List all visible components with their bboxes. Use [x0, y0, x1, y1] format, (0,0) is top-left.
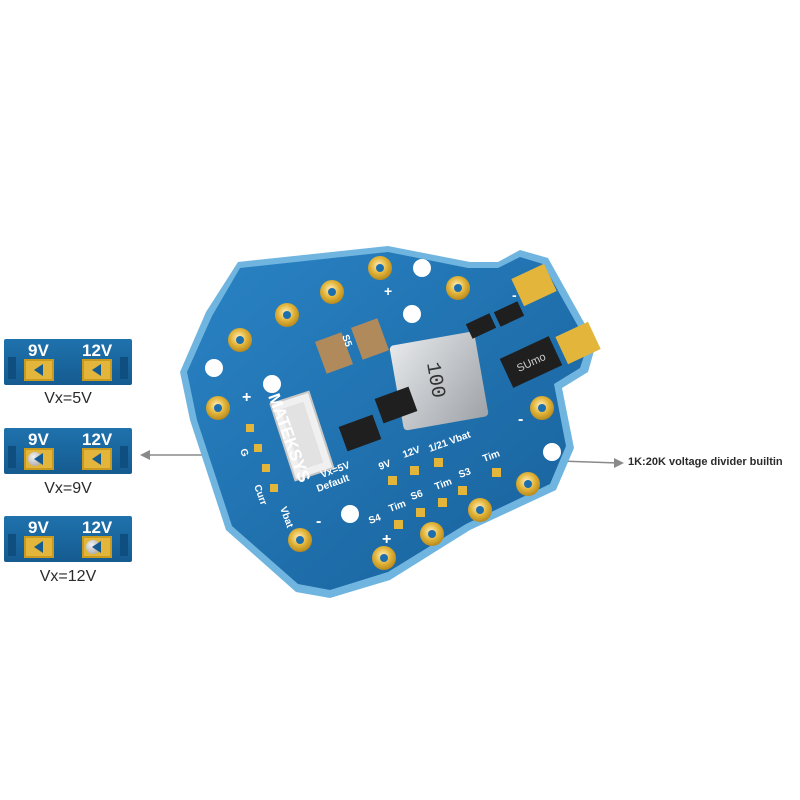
jumper-pad-9v-bridged	[24, 448, 54, 470]
ic-chips	[338, 386, 418, 452]
jumper-pad-12v-bridged	[82, 536, 112, 558]
panel-edge	[120, 446, 128, 468]
caption-vx-5v: Vx=5V	[44, 390, 92, 407]
panel-edge	[120, 534, 128, 556]
silk-minus-2: -	[518, 411, 523, 428]
test-pads	[246, 424, 501, 529]
silk-s6: S6	[409, 488, 425, 503]
power-pads-tab	[511, 263, 601, 365]
silk-minus: -	[316, 513, 321, 530]
panel-edge	[8, 357, 16, 379]
silk-minus-3: -	[512, 287, 517, 303]
jumper-panel-12v: 9V 12V	[4, 516, 132, 562]
solder-pads	[206, 256, 554, 570]
jumper-pad-12v	[82, 359, 112, 381]
jst-connector	[269, 390, 335, 482]
label-12v: 12V	[82, 518, 113, 537]
jumper-pad-12v	[82, 448, 112, 470]
diode: SUmo	[499, 336, 563, 388]
jumper-panel-5v: 9V 12V	[4, 339, 132, 385]
silk-g: G	[237, 447, 250, 458]
silk-s4: S4	[367, 512, 383, 527]
silk-s5: S5	[339, 333, 354, 349]
silk-9v: 9V	[377, 458, 393, 473]
jumper-pad-9v	[24, 536, 54, 558]
panel-edge	[8, 534, 16, 556]
silk-plus-2: +	[384, 283, 392, 299]
panel-edge	[120, 357, 128, 379]
jumper-panel-9v: 9V 12V	[4, 428, 132, 474]
mounting-holes	[205, 259, 561, 523]
callout-voltage-divider: 1K:20K voltage divider builtin	[628, 456, 783, 468]
label-9v: 9V	[28, 430, 49, 449]
panel-edge	[8, 446, 16, 468]
silk-plus-3: +	[382, 531, 391, 548]
capacitors	[315, 301, 525, 374]
label-9v: 9V	[28, 341, 49, 360]
silk-plus: +	[242, 389, 251, 406]
caption-vx-9v: Vx=9V	[44, 480, 92, 497]
jumper-pad-9v	[24, 359, 54, 381]
label-12v: 12V	[82, 341, 113, 360]
label-9v: 9V	[28, 518, 49, 537]
label-12v: 12V	[82, 430, 113, 449]
silk-s3: S3	[457, 466, 473, 481]
caption-vx-12v: Vx=12V	[39, 568, 97, 585]
